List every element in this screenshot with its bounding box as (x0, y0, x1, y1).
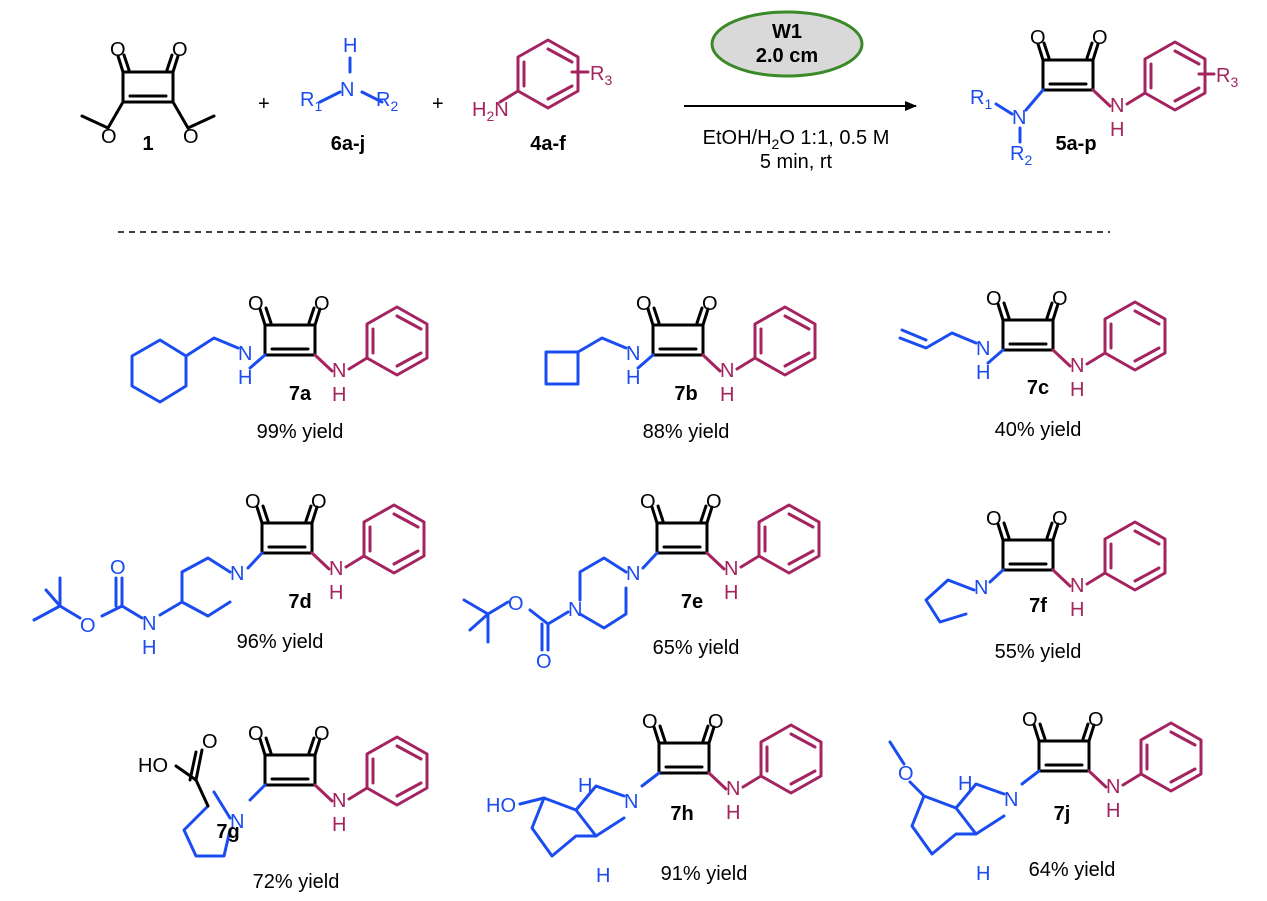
compound-7b: N H 7b 88% yield (544, 291, 817, 443)
atom-n: N (1110, 95, 1124, 117)
plus-sign: + (432, 93, 444, 115)
conditions-line-2: 5 min, rt (760, 151, 833, 173)
atom-n: N (230, 811, 244, 833)
oval-line-1: W1 (772, 21, 802, 43)
atom-o: O (508, 593, 524, 615)
w1-oval (710, 10, 864, 78)
compound-label: 7g (216, 821, 239, 843)
reaction-arrow-group: W1 2.0 cm EtOH/H2O 1:1, 0.5 M 5 min, rt (684, 10, 917, 173)
reagent-1-label: 1 (142, 133, 153, 155)
compound-7g: N O HO 7g 72% yield (138, 721, 429, 893)
compound-yield: 64% yield (1029, 859, 1116, 881)
conditions-line-1: EtOH/H2O 1:1, 0.5 M (703, 127, 890, 152)
compound-label: 7c (1027, 377, 1049, 399)
atom-n: N (568, 599, 582, 621)
atom-o: O (80, 615, 96, 637)
compound-label: 7f (1029, 595, 1047, 617)
plus-sign: + (258, 93, 270, 115)
atom-nh: N (142, 613, 156, 635)
atom-h: H (142, 637, 156, 659)
compound-yield: 96% yield (237, 631, 324, 653)
atom-n: N (238, 343, 252, 365)
atom-n: N (974, 577, 988, 599)
compound-7j: N O H H 7j 64% yield (888, 707, 1203, 885)
compound-yield: 55% yield (995, 641, 1082, 663)
r2-label: R2 (1010, 143, 1032, 168)
compound-yield: 65% yield (653, 637, 740, 659)
compound-label: 7j (1054, 803, 1071, 825)
compound-yield: 40% yield (995, 419, 1082, 441)
compound-yield: 99% yield (257, 421, 344, 443)
r3-label: R3 (590, 63, 612, 88)
reagent-6-amine: H N R1 R2 6a-j (300, 35, 398, 155)
compound-label: 7e (681, 591, 703, 613)
reagent-6-label: 6a-j (331, 133, 365, 155)
compound-7a: N H 7a 99% yield (130, 291, 429, 443)
product-5-label: 5a-p (1055, 133, 1096, 155)
atom-h: H (596, 865, 610, 887)
atom-o: O (172, 39, 188, 61)
nh2-label: H2N (472, 99, 509, 124)
atom-o: O (536, 651, 552, 673)
atom-h: H (626, 367, 640, 389)
compound-yield: 72% yield (253, 871, 340, 893)
reagent-4-aniline: H2N R3 4a-f (472, 38, 612, 155)
atom-h: H (578, 775, 592, 797)
atom-n: N (626, 343, 640, 365)
reagent-4-label: 4a-f (530, 133, 566, 155)
compound-label: 7b (674, 383, 697, 405)
reagent-1-dimethyl-squarate: O O O O 1 (80, 39, 216, 155)
oval-line-2: 2.0 cm (756, 45, 818, 67)
atom-ho: HO (138, 755, 168, 777)
compound-label: 7d (288, 591, 311, 613)
atom-o: O (202, 731, 218, 753)
compound-label: 7a (289, 383, 312, 405)
atom-o: O (1030, 27, 1046, 49)
atom-n: N (626, 563, 640, 585)
atom-h: H (958, 773, 972, 795)
atom-o: O (183, 126, 199, 148)
r1-label: R1 (970, 87, 992, 112)
atom-ho: HO (486, 795, 516, 817)
compound-7h: N HO H H 7h 91% yield (486, 709, 823, 887)
compound-yield: 88% yield (643, 421, 730, 443)
atom-n: N (976, 338, 990, 360)
atom-h: H (976, 863, 990, 885)
r2-label: R2 (376, 89, 398, 114)
compound-7d: N N H O O 7d 96% yield (32, 489, 426, 659)
compound-7f: N 7f 55% yield (924, 506, 1167, 663)
atom-o: O (101, 126, 117, 148)
atom-n: N (624, 791, 638, 813)
atom-o: O (898, 763, 914, 785)
atom-n: N (230, 563, 244, 585)
atom-h: H (343, 35, 357, 57)
atom-h: H (976, 362, 990, 384)
compound-7e: N N O O 7e 65% yield (462, 489, 821, 673)
atom-o: O (110, 39, 126, 61)
atom-n: N (1004, 789, 1018, 811)
atom-n: N (1012, 107, 1026, 129)
atom-h: H (1110, 119, 1124, 141)
compound-7c: N H 7c 40% yield (898, 286, 1167, 441)
product-5-squaramide: O O N R1 R2 N H R3 5a-p (970, 27, 1238, 168)
r3-label: R3 (1216, 65, 1238, 90)
atom-h: H (238, 367, 252, 389)
atom-o: O (1092, 27, 1108, 49)
atom-o: O (110, 557, 126, 579)
compound-yield: 91% yield (661, 863, 748, 885)
r1-label: R1 (300, 89, 322, 114)
compound-label: 7h (670, 803, 693, 825)
atom-n: N (340, 79, 354, 101)
